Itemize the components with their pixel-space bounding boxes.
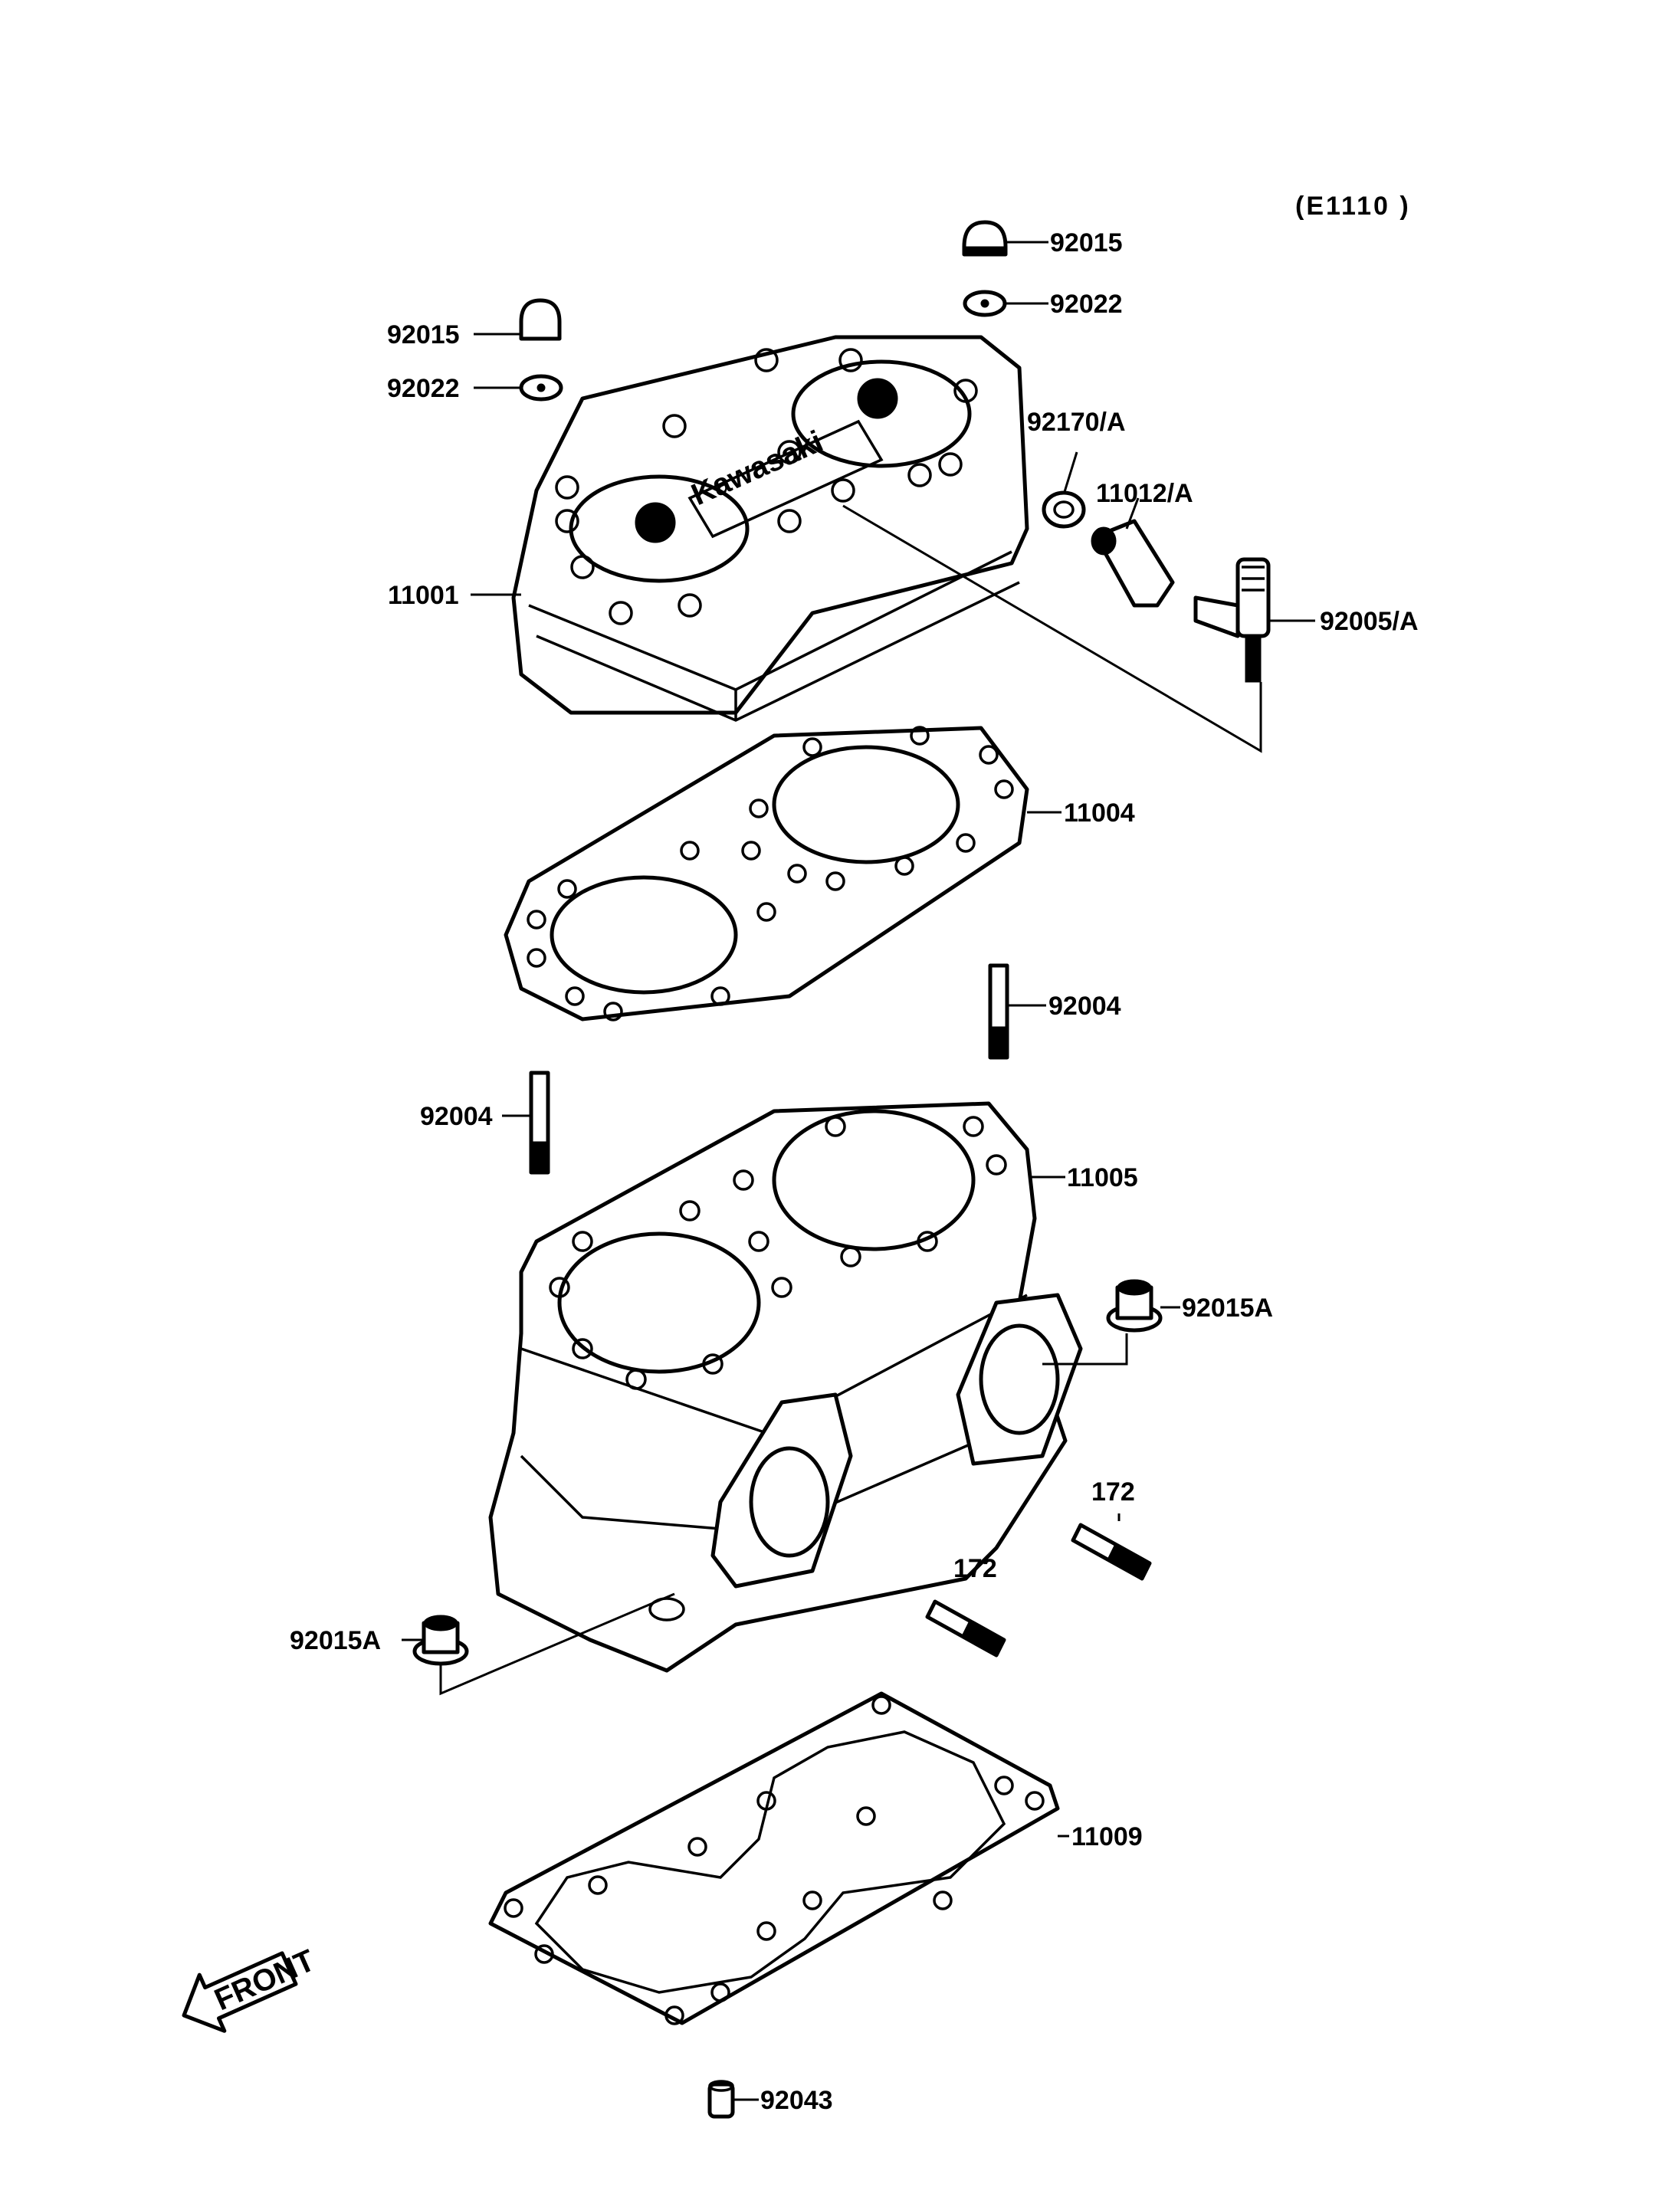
stud-172-a (1071, 1523, 1152, 1581)
callout-92015-top-left: 92015 (387, 320, 460, 349)
hose-clamp (1042, 490, 1086, 529)
base-gasket (488, 1691, 1060, 2025)
temperature-sensor (1091, 519, 1175, 608)
head-gasket (504, 726, 1029, 1021)
stud-right (988, 963, 1009, 1060)
front-arrow: FRONT (182, 1943, 320, 2033)
cylinder-head: Kawasaki (511, 335, 1029, 722)
callout-92022-top-right: 92022 (1050, 290, 1123, 319)
diagram-code: (E1110 ) (1295, 192, 1411, 221)
callout-11001: 11001 (388, 581, 459, 610)
flange-nut-right (1106, 1279, 1163, 1333)
front-label: FRONT (209, 1943, 320, 2017)
callout-92004-right: 92004 (1048, 992, 1121, 1021)
callout-11005: 11005 (1067, 1163, 1138, 1192)
callout-11012a: 11012/A (1096, 479, 1193, 508)
callout-92005a: 92005/A (1320, 607, 1419, 636)
callout-172-b: 172 (953, 1554, 997, 1583)
acorn-nut-top-right (962, 220, 1008, 257)
stud-172-b (925, 1599, 1006, 1658)
callout-172-a: 172 (1091, 1477, 1135, 1507)
callout-92170a: 92170/A (1027, 408, 1126, 437)
dowel-pin (707, 2080, 735, 2119)
acorn-nut-top-left (519, 298, 562, 341)
leader-lines (402, 241, 1315, 2101)
stud-left (529, 1071, 550, 1175)
callout-92043: 92043 (760, 2086, 833, 2115)
cylinder-block (488, 1101, 1083, 1673)
hose-fitting (1193, 557, 1271, 683)
callout-11004: 11004 (1064, 798, 1135, 828)
callout-92004-left: 92004 (420, 1102, 493, 1131)
flange-nut-left (412, 1615, 469, 1666)
callout-92022-top-left: 92022 (387, 374, 460, 403)
callout-92015a-right: 92015A (1182, 1294, 1273, 1323)
callout-11009: 11009 (1071, 1822, 1143, 1851)
callout-92015-top-right: 92015 (1050, 228, 1123, 257)
callout-92015a-left: 92015A (290, 1626, 381, 1655)
